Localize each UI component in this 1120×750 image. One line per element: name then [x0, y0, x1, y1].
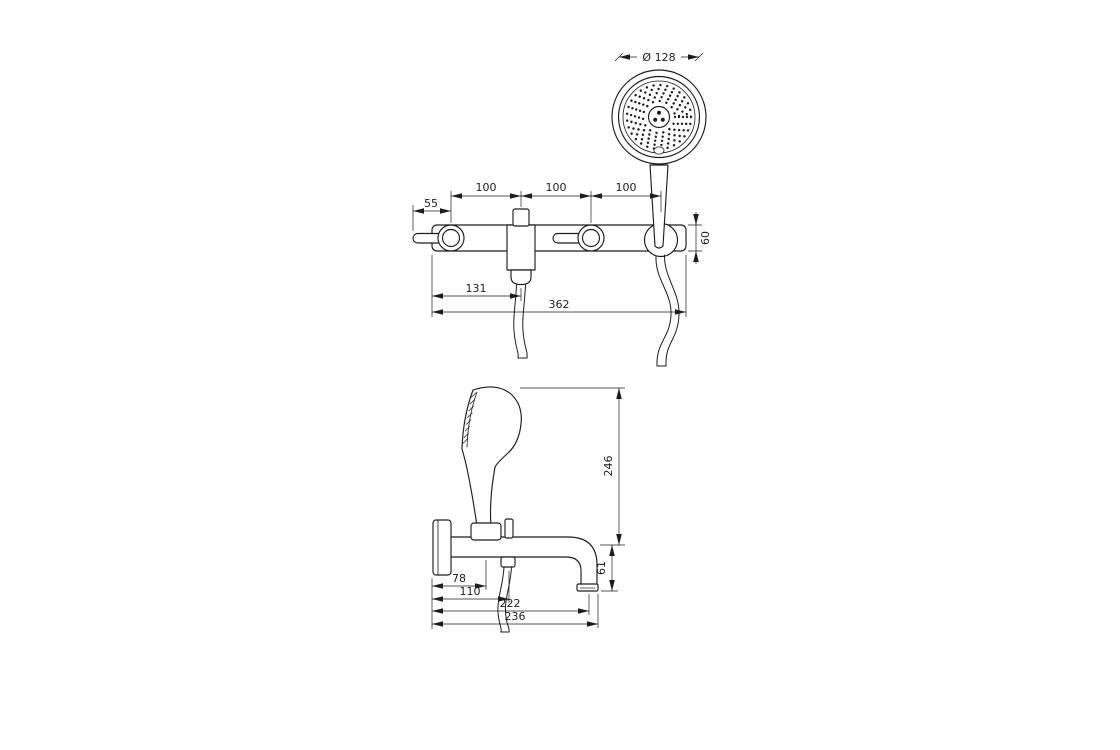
- select-button: [653, 146, 665, 155]
- handshower-head-front: [611, 69, 707, 165]
- side-dimensions: 246 61 78 110 222 236: [431, 387, 625, 629]
- dim-spacing-left: 100: [476, 181, 497, 194]
- dim-overall-reach: 236: [505, 610, 526, 623]
- wall-flange: [432, 519, 452, 576]
- dim-handshower-height: 246: [602, 456, 615, 477]
- dim-spacing-center: 100: [546, 181, 567, 194]
- dim-hose-offset: 110: [460, 585, 481, 598]
- dim-lever-length: 55: [424, 197, 438, 210]
- spray-mode-button: [647, 105, 671, 129]
- front-view: Ø 128 100 100 100 55 60 131: [412, 51, 712, 367]
- bath-spout: [450, 536, 599, 592]
- handle-left: [412, 224, 465, 252]
- spout-outlet: [576, 583, 599, 592]
- front-dimensions: Ø 128 100 100 100 55 60 131: [412, 51, 712, 317]
- diverter-hose: [513, 284, 528, 359]
- dim-spout-drop: 61: [595, 561, 608, 575]
- handshower-handle-front: [649, 164, 669, 249]
- hose-nipple: [500, 556, 516, 568]
- handshower-side: [461, 386, 522, 527]
- dim-bar-length: 362: [549, 298, 570, 311]
- dim-bar-height: 60: [699, 231, 712, 245]
- holder-bracket: [470, 522, 502, 541]
- side-view: 246 61 78 110 222 236: [431, 386, 625, 633]
- dim-holder-offset: 78: [452, 572, 466, 585]
- dim-spacing-right: 100: [616, 181, 637, 194]
- dim-spout-reach: 222: [500, 597, 521, 610]
- dim-diverter-offset: 131: [466, 282, 487, 295]
- spray-face-hatching: [462, 392, 477, 444]
- diverter-pin: [504, 518, 514, 539]
- dim-head-diameter: Ø 128: [642, 51, 675, 64]
- diverter-unit: [506, 208, 536, 359]
- handle-right: [552, 224, 605, 252]
- spray-nozzles: [625, 83, 693, 151]
- shower-hose: [655, 254, 680, 367]
